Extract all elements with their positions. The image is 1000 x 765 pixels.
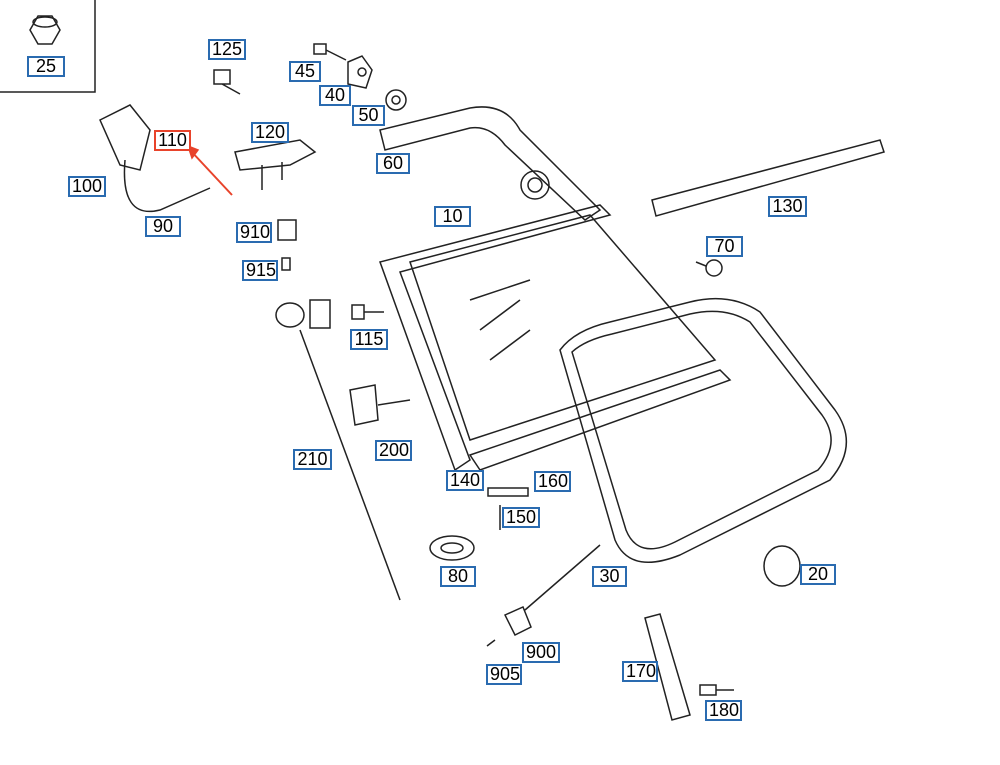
part-label-120[interactable]: 120 bbox=[251, 122, 289, 143]
part-900-905 bbox=[486, 544, 601, 647]
part-label-125[interactable]: 125 bbox=[208, 39, 246, 60]
part-label-70[interactable]: 70 bbox=[706, 236, 743, 257]
part-140-160-clip bbox=[487, 487, 529, 497]
part-label-200[interactable]: 200 bbox=[375, 440, 412, 461]
part-label-50[interactable]: 50 bbox=[352, 105, 385, 126]
part-label-900[interactable]: 900 bbox=[522, 642, 560, 663]
part-label-140[interactable]: 140 bbox=[446, 470, 484, 491]
part-label-110[interactable]: 110 bbox=[154, 130, 191, 151]
part-45-bolt bbox=[313, 43, 347, 61]
part-label-10[interactable]: 10 bbox=[434, 206, 471, 227]
part-90-cable bbox=[99, 104, 211, 213]
part-label-100[interactable]: 100 bbox=[68, 176, 106, 197]
part-label-80[interactable]: 80 bbox=[440, 566, 476, 587]
part-label-130[interactable]: 130 bbox=[768, 196, 807, 217]
part-115-bolt bbox=[351, 304, 384, 320]
part-label-60[interactable]: 60 bbox=[376, 153, 410, 174]
part-125-bolt bbox=[213, 69, 241, 95]
part-label-115[interactable]: 115 bbox=[350, 329, 388, 350]
part-label-40[interactable]: 40 bbox=[319, 85, 351, 106]
part-label-150[interactable]: 150 bbox=[502, 507, 540, 528]
part-label-210[interactable]: 210 bbox=[293, 449, 332, 470]
inset-frame bbox=[0, 0, 96, 93]
part-60-pillar-trim bbox=[379, 106, 602, 221]
part-label-90[interactable]: 90 bbox=[145, 216, 181, 237]
part-label-45[interactable]: 45 bbox=[289, 61, 321, 82]
part-label-170[interactable]: 170 bbox=[622, 661, 658, 682]
part-210-rod bbox=[275, 299, 401, 601]
part-label-20[interactable]: 20 bbox=[800, 564, 836, 585]
part-20-cap bbox=[763, 545, 801, 587]
part-70-screw bbox=[695, 259, 723, 277]
part-label-30[interactable]: 30 bbox=[592, 566, 627, 587]
part-label-25[interactable]: 25 bbox=[27, 56, 65, 77]
part-30-window-seal bbox=[559, 297, 847, 563]
part-label-915[interactable]: 915 bbox=[242, 260, 278, 281]
part-label-180[interactable]: 180 bbox=[705, 700, 742, 721]
part-180-screw bbox=[699, 684, 734, 696]
part-200-hinge bbox=[349, 384, 411, 426]
part-50-washer bbox=[385, 89, 407, 111]
part-170-strip bbox=[644, 613, 691, 721]
part-80-grommet bbox=[429, 535, 475, 561]
part-label-905[interactable]: 905 bbox=[486, 664, 522, 685]
part-label-910[interactable]: 910 bbox=[236, 222, 272, 243]
highlight-arrow bbox=[189, 149, 233, 196]
part-10-window-frame bbox=[379, 204, 732, 472]
part-910-915-fasteners bbox=[277, 219, 297, 271]
part-120-lock bbox=[234, 139, 317, 190]
part-25-nut bbox=[29, 15, 61, 45]
part-40-clip bbox=[347, 55, 373, 89]
part-130-trim-strip bbox=[651, 139, 885, 217]
part-label-160[interactable]: 160 bbox=[534, 471, 571, 492]
